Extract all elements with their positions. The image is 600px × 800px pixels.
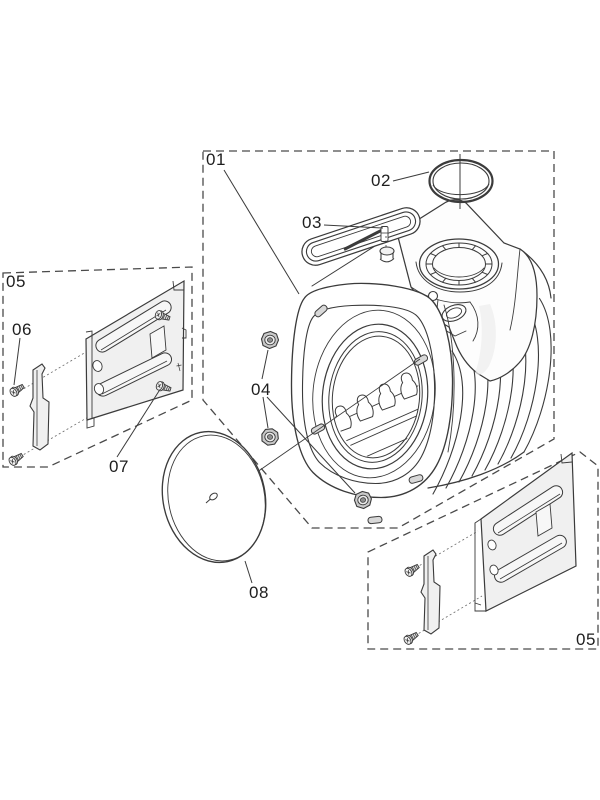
callout-05-left-label: 05 — [6, 272, 26, 291]
part-06-screws — [6, 381, 27, 468]
assembly-dotted-line — [411, 530, 479, 571]
bracket-plate-right — [474, 451, 577, 612]
assembly-dotted-line — [19, 351, 87, 392]
disc-center-pin — [205, 492, 218, 504]
cover-mount-stub — [379, 246, 395, 263]
leader-04-c — [266, 396, 356, 494]
leader-06 — [13, 337, 21, 386]
leader-02 — [392, 171, 430, 182]
callout-07-label: 07 — [109, 457, 129, 476]
boundary-box-left — [2, 266, 193, 468]
leader-04-b — [262, 396, 269, 429]
callout-04-label: 04 — [251, 380, 271, 399]
assembly-dotted-line — [410, 595, 483, 639]
bracket-strip-left — [29, 363, 50, 451]
callout-01-label: 01 — [206, 150, 226, 169]
callout-03-label: 03 — [302, 213, 322, 232]
part-07-bracket-plate — [85, 279, 187, 429]
callout-08-label: 08 — [249, 583, 269, 602]
part-08-disc — [161, 430, 267, 564]
boundary-box-main — [202, 150, 555, 529]
callout-02-label: 02 — [371, 171, 391, 190]
part-02-clamp-ring — [428, 154, 494, 209]
leader-07 — [116, 390, 160, 458]
bracket-strip-right — [420, 549, 441, 635]
tub-front-flange — [290, 231, 455, 499]
boundary-box-right — [367, 451, 599, 650]
tub-shell-assembly — [290, 199, 552, 525]
callout-leader-lines — [13, 169, 430, 584]
part-03-cover-strip — [301, 207, 421, 266]
leader-01 — [223, 169, 300, 295]
assembly-dotted-line — [15, 415, 91, 460]
drum-interior — [333, 370, 419, 458]
bracket-group-right — [401, 451, 577, 647]
leader-03 — [323, 224, 384, 229]
bracket-screws-right — [401, 561, 422, 647]
tub-collar-opening — [415, 238, 503, 293]
alignment-line — [249, 358, 421, 478]
leader-04-a — [261, 349, 269, 380]
leader-08 — [244, 560, 253, 584]
callout-06-label: 06 — [12, 320, 32, 339]
bracket-group-left — [6, 279, 187, 468]
callout-05-right-label: 05 — [576, 630, 596, 649]
